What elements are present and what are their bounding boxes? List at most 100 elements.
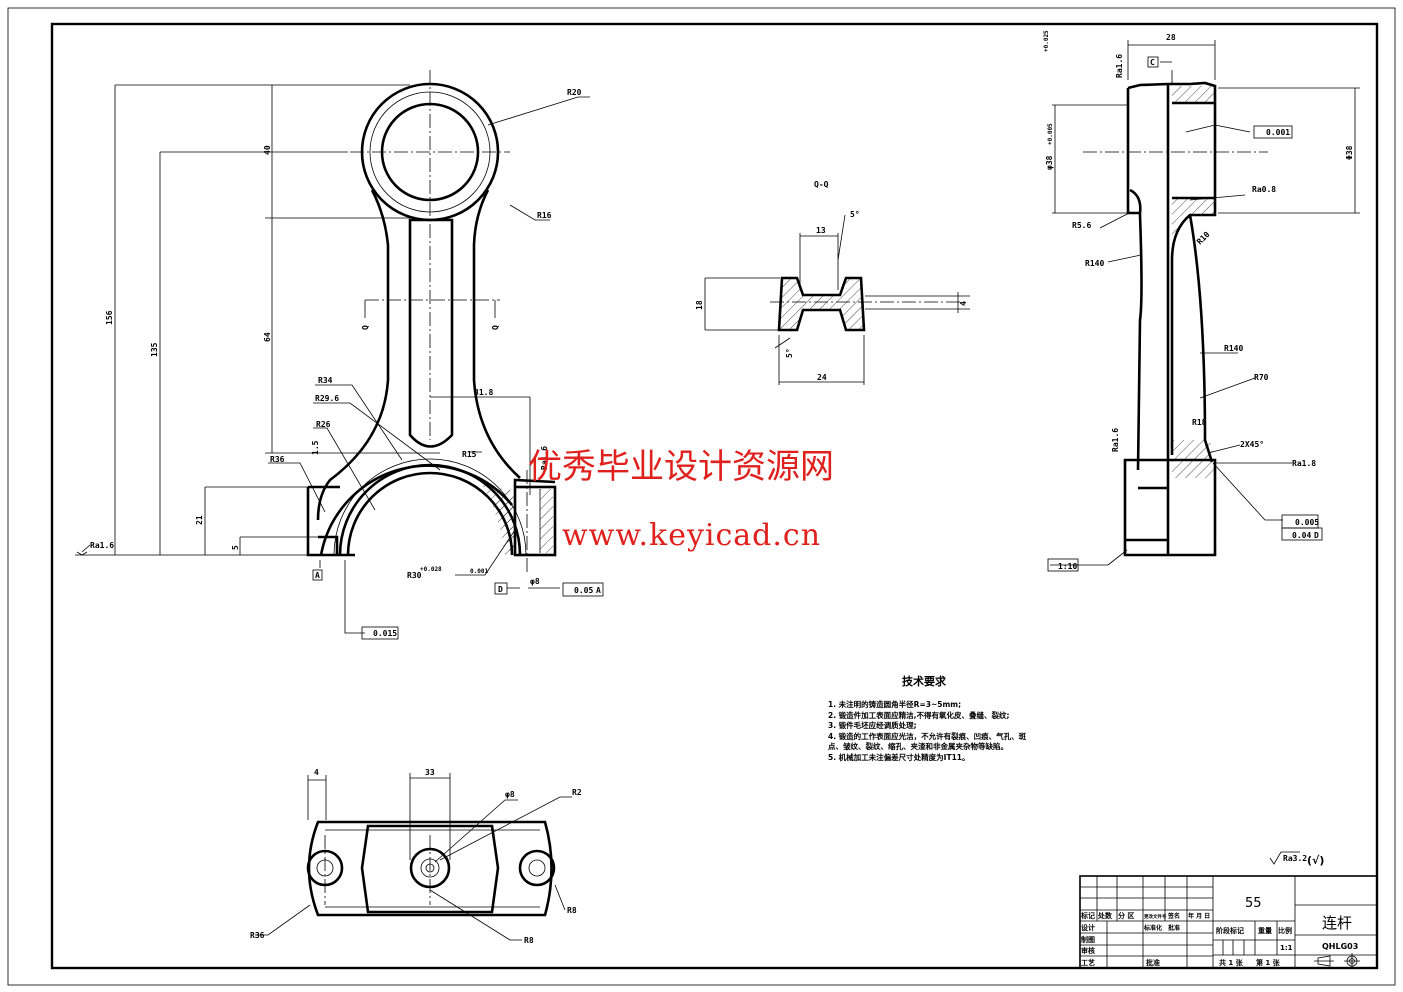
front-view [75,70,604,640]
material: 55 [1245,896,1262,911]
label-draw: 制图 [1081,935,1095,944]
tol-0-005: 0.005 [1295,518,1319,527]
tol-0-04: 0.04 [1292,531,1311,540]
roughness-note-other: (√) [1307,854,1324,867]
tech-requirement-item: 1. 未注明的铸造圆角半径R=3~5mm; [828,700,962,709]
tol-top: +0.025 [1043,30,1050,52]
tech-requirement-item: 4. 锻造的工作表面应光洁，不允许有裂痕、凹痕、气孔、斑点、皱纹、裂纹、缩孔、夹… [828,731,1027,752]
angle-bottom: 5° [785,348,794,358]
tech-requirement-item: 3. 锻件毛坯应经调质处理; [828,721,917,731]
outer-border [7,7,1396,986]
bottom-view [255,773,572,941]
dim-phi-bore: φ38 [1045,155,1054,170]
dim-r34: R34 [318,376,333,385]
part-name: 连杆 [1322,914,1352,932]
scale-value: 1:1 [1280,944,1293,952]
dim-r16: R16 [537,211,552,220]
dim-28: 28 [1166,33,1176,42]
dim-r26: R26 [316,420,331,429]
dim-r29-6: R29.6 [315,394,339,403]
datum-d-ref: D [1314,531,1319,540]
tol-0-015: 0.015 [373,629,397,638]
header-mark: 标记 [1080,911,1095,920]
dim-21: 21 [195,515,204,525]
label-check: 审核 [1081,946,1095,955]
roughness-note-value: Ra3.2 [1283,854,1307,863]
roughness-ra-left: Ra1.6 [90,541,114,550]
angle-top: 5° [850,210,860,219]
dim-r140-left: R140 [1085,259,1104,268]
roughness-ra-top: Ra1.6 [1115,54,1124,78]
tol-0-001-front: 0.001 [470,568,488,575]
bottom-dim-33: 33 [425,768,435,777]
label-process: 工艺 [1081,958,1095,967]
dim-5: 5 [231,545,240,550]
tech-requirements: 1. 未注明的铸造圆角半径R=3~5mm; 2. 锻造件加工表面应精洁,不得有氧… [828,700,1038,764]
label-standardize: 标准化 [1143,924,1162,932]
dim-1-5: 1.5 [311,440,320,455]
drawing-frame [50,22,1379,970]
tech-requirements-title: 技术要求 [902,675,946,688]
dim-r10: R10 [1195,230,1212,247]
chamfer: 2X45° [1240,440,1264,449]
projection-symbol-icon [1314,953,1360,969]
bottom-dim-4: 4 [314,768,319,777]
dim-24: 24 [817,373,827,382]
section-view [704,214,970,385]
header-count: 处数 [1097,911,1113,920]
datum-a-ref: A [596,586,601,595]
dim-phi-outer: Φ38 [1345,145,1354,160]
tech-requirement-item: 2. 锻造件加工表面应精洁,不得有氧化皮、叠缝、裂纹; [828,710,1010,720]
datum-d: D [498,585,503,594]
side-view [1047,40,1360,572]
drawing-number: QHLG03 [1322,942,1358,951]
taper: 1:10 [1058,562,1077,571]
roughness-ra-0-8: Ra0.8 [1252,185,1276,194]
dim-135: 135 [150,342,159,357]
bottom-dim-r36: R36 [250,931,265,940]
dim-4: 4 [959,301,968,306]
sheets-total: 共 1 张 [1219,958,1244,967]
dim-64: 64 [263,332,272,342]
dim-31-8: 31.8 [474,388,493,397]
header-sign: 签名 [1167,912,1180,920]
dim-phi8: φ8 [530,577,540,586]
dim-phi-bore-tol: +0.005 [1047,123,1054,145]
dim-r15: R15 [462,450,477,459]
dim-r30: R30 [407,571,422,580]
dim-r20: R20 [567,88,582,97]
roughness-ra-right: Ra1.6 [540,446,549,470]
section-mark-q-right: Q [491,325,500,330]
label-scale: 比例 [1278,926,1292,935]
roughness-symbol [1269,851,1300,865]
dim-18: 18 [695,300,704,310]
dim-156: 156 [105,310,114,325]
tol-0-05: 0.05 [574,586,593,595]
header-date: 年 月 日 [1188,912,1210,920]
dim-r140-right: R140 [1224,344,1243,353]
label-stage-mark: 阶段标记 [1216,926,1244,935]
roughness-ra-small-right: Ra1.8 [1292,459,1316,468]
tol-circularity: 0.001 [1266,128,1290,137]
dim-40: 40 [263,145,272,155]
bottom-dim-r8-bottom: R8 [524,936,534,945]
label-approve-sign: 批准 [1168,924,1180,932]
header-change-doc: 更改文件号 [1144,913,1167,920]
dim-r36: R36 [270,455,285,464]
dim-r30-tol: +0.028 [420,566,442,573]
watermark-cn: 优秀毕业设计资源网 [528,447,834,487]
dim-r70: R70 [1254,373,1269,382]
label-approve: 批准 [1146,958,1160,967]
label-weight: 重量 [1258,926,1272,935]
tech-requirement-item: 5. 机械加工未注偏差尺寸处精度为IT11。 [828,752,970,762]
roughness-ra-small-left: Ra1.6 [1111,428,1120,452]
dim-13: 13 [816,226,826,235]
datum-a: A [315,571,320,580]
bottom-dim-phi8: φ8 [505,790,515,799]
dim-r18: R18 [1192,418,1207,427]
dim-r5-6: R5.6 [1072,221,1091,230]
title-block [1079,875,1378,969]
section-mark-q-left: Q [361,325,370,330]
header-zone: 分 区 [1118,911,1134,920]
